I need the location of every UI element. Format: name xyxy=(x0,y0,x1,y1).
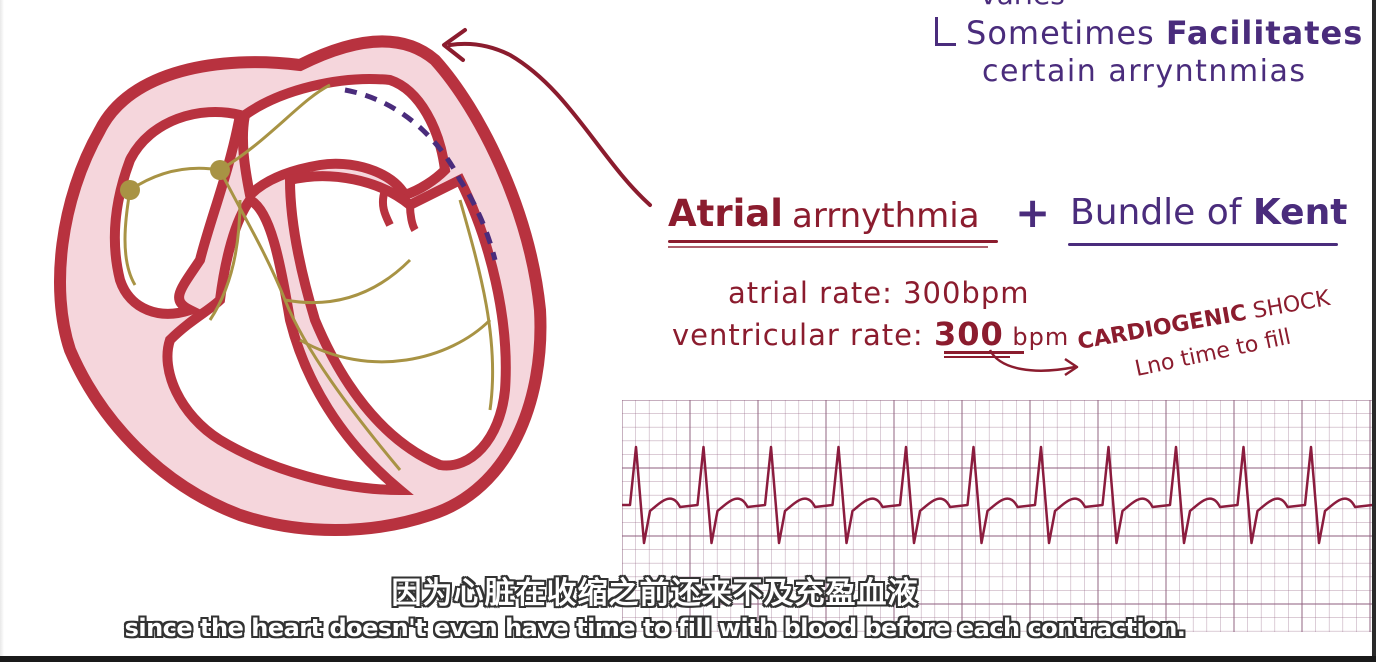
heart-diagram xyxy=(54,35,547,536)
title-underline-2 xyxy=(668,246,988,248)
shock-arrow xyxy=(988,349,1079,377)
frame-edge xyxy=(0,0,4,662)
value-underline-2 xyxy=(944,356,1010,358)
title-arrhythmia: arrnythmia xyxy=(792,196,980,236)
atrial-rate-label: atrial rate: xyxy=(728,276,904,310)
note-varies: varies xyxy=(980,0,1065,11)
ecg-strip xyxy=(622,400,1374,632)
frame-bottom-edge xyxy=(0,656,1376,662)
ventricular-rate-label: ventricular rate: xyxy=(672,318,934,352)
kent-underline xyxy=(1068,243,1338,246)
right-ventricle xyxy=(162,193,414,496)
ecg-grid xyxy=(622,400,1374,632)
bundle-prefix: Bundle of xyxy=(1070,192,1253,233)
title-underline xyxy=(668,240,998,243)
ventricular-rate-unit: bpm xyxy=(1003,323,1070,351)
aortic-valve xyxy=(406,204,419,233)
ventricular-rate: ventricular rate: 300 bpm xyxy=(672,315,1069,353)
atrial-rate-value: 300bpm xyxy=(903,276,1030,310)
ecg-trace xyxy=(622,445,1373,545)
kent-word: Kent xyxy=(1252,192,1348,233)
pointer-arrow xyxy=(442,28,652,207)
bundle-of-kent-pathway xyxy=(344,87,498,261)
subtitle-english: since the heart doesn't even have time t… xyxy=(124,614,1186,642)
note-prefix: Sometimes xyxy=(966,14,1166,52)
atrial-rate: atrial rate: 300bpm xyxy=(728,276,1030,310)
right-atrium xyxy=(109,107,246,319)
av-node xyxy=(210,160,230,180)
note-bold-word: Facilitates xyxy=(1165,14,1364,52)
value-underline xyxy=(944,351,1024,354)
frame-right-edge xyxy=(1372,0,1376,662)
plus-sign: + xyxy=(1015,188,1051,237)
mitral-valve xyxy=(378,188,394,227)
note-arrhythmias: certain arryntnmias xyxy=(982,54,1307,89)
bracket-mark xyxy=(935,17,956,46)
title-atrial: Atrial xyxy=(668,192,783,235)
note-facilitates: Sometimes Facilitates xyxy=(935,14,1363,52)
shock-suffix: SHOCK xyxy=(1244,285,1332,326)
subtitle-chinese: 因为心脏在收缩之前还来不及充盈血液 xyxy=(391,576,919,611)
title-bundle-of-kent: Bundle of Kent xyxy=(1070,192,1347,233)
ventricular-rate-value: 300 xyxy=(933,315,1004,353)
left-ventricle xyxy=(284,171,511,471)
sa-node xyxy=(120,180,140,200)
